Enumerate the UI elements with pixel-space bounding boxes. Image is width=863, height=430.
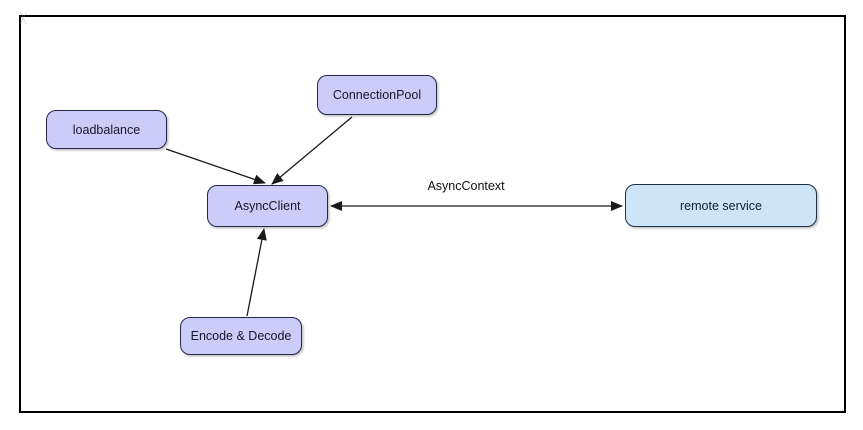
edge-encodedecode-to-asyncclient[interactable] xyxy=(246,228,267,317)
corner-smudge-artifact: ╳ xyxy=(20,13,27,25)
node-loadbalance-label: loadbalance xyxy=(72,122,141,137)
edge-label-asynccontext: AsyncContext xyxy=(427,179,505,193)
node-remote-service-label: remote service xyxy=(680,198,762,213)
node-encode-decode[interactable]: Encode & Decode xyxy=(180,317,302,355)
node-async-client-label: AsyncClient xyxy=(234,199,301,213)
node-connection-pool[interactable]: ConnectionPool xyxy=(317,75,437,115)
node-connection-pool-label: ConnectionPool xyxy=(332,88,422,102)
node-encode-decode-label: Encode & Decode xyxy=(190,329,292,343)
node-remote-service[interactable]: remote service xyxy=(625,184,817,227)
diagram-frame xyxy=(19,15,846,413)
node-async-client[interactable]: AsyncClient xyxy=(207,185,328,227)
node-loadbalance[interactable]: loadbalance xyxy=(46,110,167,149)
edge-loadbalance-to-asyncclient[interactable] xyxy=(165,148,266,185)
edge-connectionpool-to-asyncclient[interactable] xyxy=(271,116,353,185)
